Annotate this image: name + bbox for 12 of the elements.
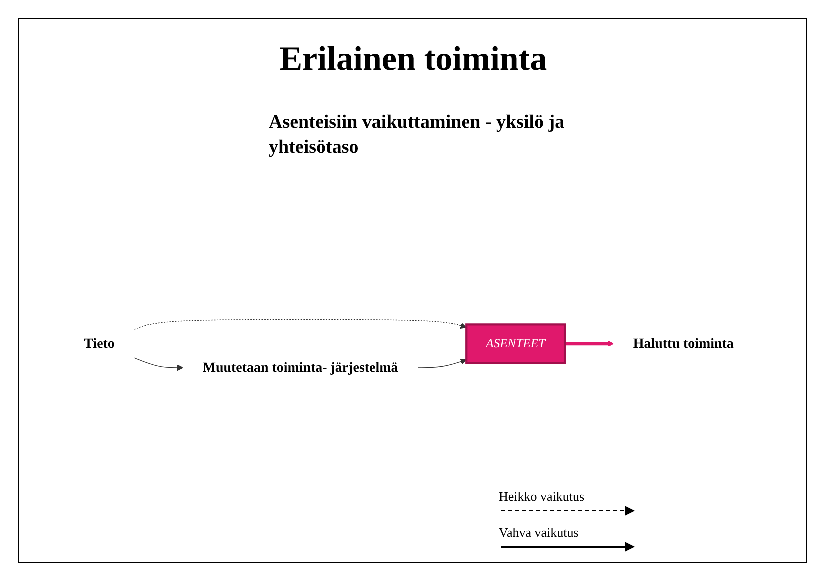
legend-text: Heikko vaikutus — [499, 489, 586, 505]
heading-note: Asenteisiin vaikuttaminen - yksilö ja yhteisötaso — [269, 111, 566, 160]
arrow — [417, 358, 467, 368]
node-text: Muutetaan toiminta- järjestelmä — [202, 360, 398, 376]
title: Erilainen toiminta — [278, 41, 548, 79]
arrow — [565, 340, 614, 347]
node-text: Haluttu toiminta — [633, 336, 734, 352]
node-box: ASENTEET — [466, 324, 566, 364]
legend-text: Vahva vaikutus — [499, 525, 580, 541]
node-text: Tieto — [84, 336, 115, 352]
arrow — [134, 319, 467, 330]
arrow — [134, 358, 184, 372]
